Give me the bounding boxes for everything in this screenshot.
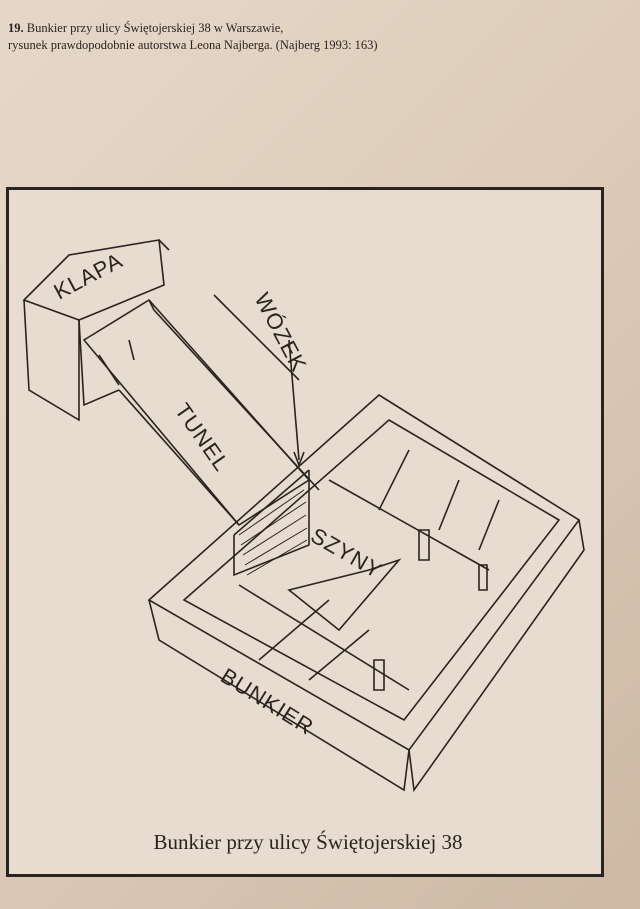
caption-line-1: Bunkier przy ulicy Świętojerskiej 38 w W… — [26, 21, 284, 35]
drawing-frame: KLAPA WÓZEK TUNEL SZYNY BUNKIER Bunkier … — [6, 187, 604, 877]
cart-arrow — [213, 294, 305, 468]
hatch-box — [22, 239, 170, 422]
drawing-title: Bunkier przy ulicy Świętojerskiej 38 — [153, 830, 463, 854]
brick-wall — [238, 489, 308, 576]
figure-caption: 19. Bunkier przy ulicy Świętojerskiej 38… — [8, 20, 378, 54]
bunker-structure — [147, 394, 585, 793]
bunker-sketch: KLAPA WÓZEK TUNEL SZYNY BUNKIER — [22, 239, 585, 793]
figure-number: 19. — [8, 21, 24, 35]
label-tunnel: TUNEL — [170, 399, 235, 477]
label-rails: SZYNY — [307, 523, 387, 584]
label-bunker: BUNKIER — [216, 663, 318, 740]
label-hatch: KLAPA — [50, 247, 127, 304]
caption-line-2: rysunek prawdopodobnie autorstwa Leona N… — [8, 38, 378, 52]
label-cart: WÓZEK — [250, 289, 312, 376]
